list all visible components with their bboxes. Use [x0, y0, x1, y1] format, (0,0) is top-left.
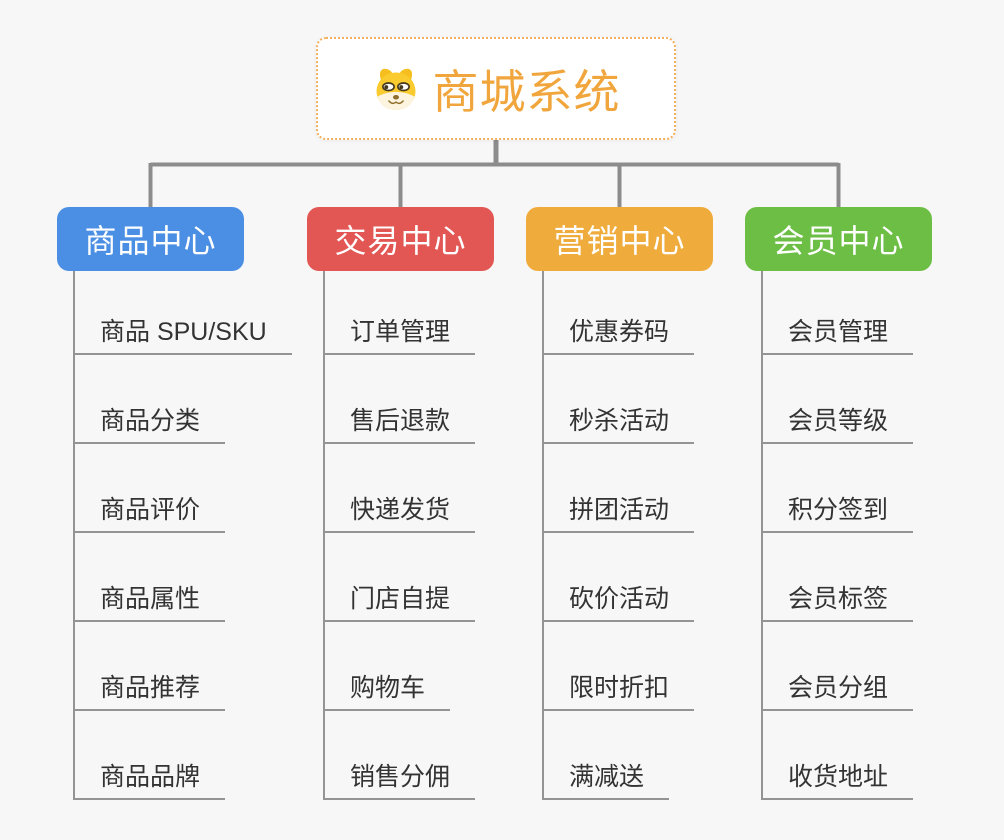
subtopic-label: 收货地址 — [788, 763, 889, 791]
subtopic[interactable]: 商品推荐 — [73, 673, 226, 711]
branch-topic[interactable]: 会员中心 — [745, 207, 932, 271]
branch-trunk-line — [761, 271, 763, 800]
subtopic-label: 快递发货 — [350, 496, 451, 524]
branch-topic-label: 营销中心 — [553, 223, 686, 259]
subtopic-label: 拼团活动 — [569, 496, 670, 524]
subtopic-label: 限时折扣 — [569, 674, 670, 702]
subtopic-label: 商品分类 — [100, 407, 201, 435]
branch-trunk-line — [73, 271, 75, 800]
subtopic[interactable]: 售后退款 — [323, 406, 476, 444]
subtopic[interactable]: 商品 SPU/SKU — [73, 317, 292, 355]
subtopic[interactable]: 会员等级 — [761, 406, 914, 444]
subtopic-label: 会员标签 — [788, 585, 889, 613]
branch-product-center: 商品中心 商品 SPU/SKU 商品分类 商品评价 商品属性 商品推荐 商品品牌 — [57, 207, 292, 800]
subtopic-label: 售后退款 — [350, 407, 451, 435]
subtopic[interactable]: 购物车 — [323, 673, 451, 711]
subtopic-label: 销售分佣 — [350, 763, 451, 791]
subtopic[interactable]: 订单管理 — [323, 317, 476, 355]
subtopic-label: 门店自提 — [350, 585, 451, 613]
subtopic-label: 商品属性 — [100, 585, 201, 613]
branch-topic-label: 会员中心 — [772, 223, 905, 259]
subtopic[interactable]: 商品属性 — [73, 584, 226, 622]
subtopic-label: 积分签到 — [788, 496, 889, 524]
subtopic-label: 秒杀活动 — [569, 407, 670, 435]
subtopic[interactable]: 砍价活动 — [542, 584, 695, 622]
subtopic[interactable]: 销售分佣 — [323, 762, 476, 800]
subtopic[interactable]: 积分签到 — [761, 495, 914, 533]
subtopic[interactable]: 商品品牌 — [73, 762, 226, 800]
subtopic-label: 满减送 — [569, 763, 645, 791]
subtopic[interactable]: 快递发货 — [323, 495, 476, 533]
subtopic-label: 订单管理 — [350, 318, 451, 346]
subtopic[interactable]: 商品评价 — [73, 495, 226, 533]
subtopic[interactable]: 满减送 — [542, 762, 670, 800]
subtopic-label: 会员管理 — [788, 318, 889, 346]
subtopic[interactable]: 优惠券码 — [542, 317, 695, 355]
branch-marketing-center: 营销中心 优惠券码 秒杀活动 拼团活动 砍价活动 限时折扣 满减送 — [526, 207, 713, 800]
subtopic-label: 商品品牌 — [100, 763, 201, 791]
root-topic[interactable]: 商城系统 — [316, 37, 676, 140]
branch-topic-label: 商品中心 — [84, 223, 217, 259]
subtopic[interactable]: 收货地址 — [761, 762, 914, 800]
dog-face-icon — [376, 68, 415, 110]
subtopic-label: 商品评价 — [100, 496, 201, 524]
subtopic[interactable]: 拼团活动 — [542, 495, 695, 533]
branch-trunk-line — [542, 271, 544, 800]
subtopic[interactable]: 限时折扣 — [542, 673, 695, 711]
subtopic[interactable]: 会员分组 — [761, 673, 914, 711]
branch-trunk-line — [323, 271, 325, 800]
subtopic[interactable]: 门店自提 — [323, 584, 476, 622]
branch-trade-center: 交易中心 订单管理 售后退款 快递发货 门店自提 购物车 销售分佣 — [307, 207, 494, 800]
subtopic-label: 砍价活动 — [569, 585, 670, 613]
branch-topic[interactable]: 营销中心 — [526, 207, 713, 271]
subtopic-label: 会员等级 — [788, 407, 889, 435]
root-topic-label: 商城系统 — [432, 65, 621, 118]
subtopic[interactable]: 商品分类 — [73, 406, 226, 444]
subtopic[interactable]: 会员管理 — [761, 317, 914, 355]
subtopic-label: 购物车 — [350, 674, 426, 702]
branch-member-center: 会员中心 会员管理 会员等级 积分签到 会员标签 会员分组 收货地址 — [745, 207, 932, 800]
branch-topic[interactable]: 商品中心 — [57, 207, 244, 271]
subtopic-label: 商品 SPU/SKU — [100, 318, 267, 346]
branch-topic[interactable]: 交易中心 — [307, 207, 494, 271]
subtopic-label: 优惠券码 — [569, 318, 670, 346]
branch-topic-label: 交易中心 — [334, 223, 467, 259]
subtopic-label: 会员分组 — [788, 674, 889, 702]
subtopic[interactable]: 秒杀活动 — [542, 406, 695, 444]
subtopic[interactable]: 会员标签 — [761, 584, 914, 622]
subtopic-label: 商品推荐 — [100, 674, 201, 702]
